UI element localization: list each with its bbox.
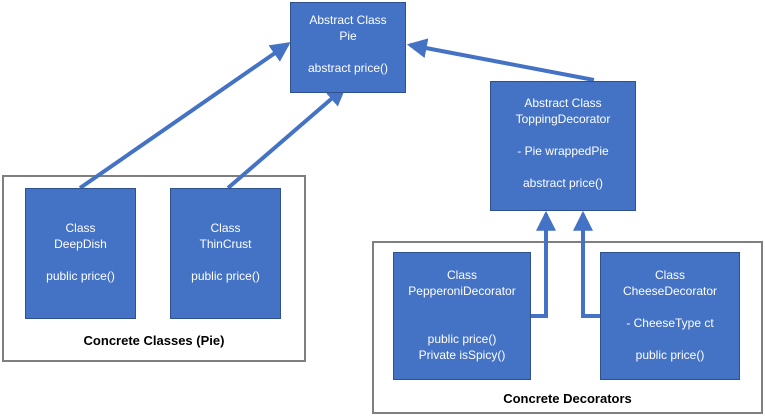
topping-decorator-name: ToppingDecorator xyxy=(515,112,611,126)
thincrust-class-box: Class ThinCrust public price() xyxy=(170,188,281,319)
pepperoni-decorator-class-box: Class PepperoniDecorator public price() … xyxy=(393,252,531,380)
cheese-decorator-member-field: - CheeseType ct xyxy=(626,316,714,330)
topping-decorator-class-box: Abstract Class ToppingDecorator - Pie wr… xyxy=(490,81,636,211)
pie-member: abstract price() xyxy=(307,61,389,75)
pie-class-box: Abstract Class Pie abstract price() xyxy=(290,2,406,93)
topping-decorator-member-field: - Pie wrappedPie xyxy=(517,144,609,158)
thincrust-member: public price() xyxy=(191,269,260,283)
thincrust-name: ThinCrust xyxy=(199,237,252,251)
topping-decorator-kind: Abstract Class xyxy=(524,96,602,110)
cheese-decorator-member-method: public price() xyxy=(635,348,705,362)
cheese-decorator-class-box: Class CheeseDecorator - CheeseType ct pu… xyxy=(600,252,740,380)
cheese-decorator-kind: Class xyxy=(654,268,685,282)
arrow-cheese-to-toppingdecorator xyxy=(573,210,600,318)
pepperoni-decorator-member-price: public price() xyxy=(427,332,497,346)
arrow-thincrust-to-pie xyxy=(226,85,347,190)
deepdish-class-box: Class DeepDish public price() xyxy=(25,188,136,319)
deepdish-member: public price() xyxy=(46,269,115,283)
thincrust-kind: Class xyxy=(210,221,241,235)
deepdish-name: DeepDish xyxy=(54,237,107,251)
pepperoni-decorator-member-spicy: Private isSpicy() xyxy=(418,348,506,362)
arrow-deepdish-to-pie xyxy=(78,42,291,190)
pepperoni-decorator-kind: Class xyxy=(446,268,477,282)
pepperoni-decorator-name: PepperoniDecorator xyxy=(408,284,516,298)
pie-name: Pie xyxy=(339,29,357,43)
topping-decorator-member-method: abstract price() xyxy=(522,176,604,190)
concrete-classes-label: Concrete Classes (Pie) xyxy=(83,333,225,348)
concrete-decorators-label: Concrete Decorators xyxy=(503,391,632,406)
pie-kind: Abstract Class xyxy=(309,13,387,27)
arrow-toppingdecorator-to-pie xyxy=(406,38,595,82)
cheese-decorator-name: CheeseDecorator xyxy=(622,284,718,298)
deepdish-kind: Class xyxy=(65,221,96,235)
arrow-pepperoni-to-toppingdecorator xyxy=(531,210,556,318)
